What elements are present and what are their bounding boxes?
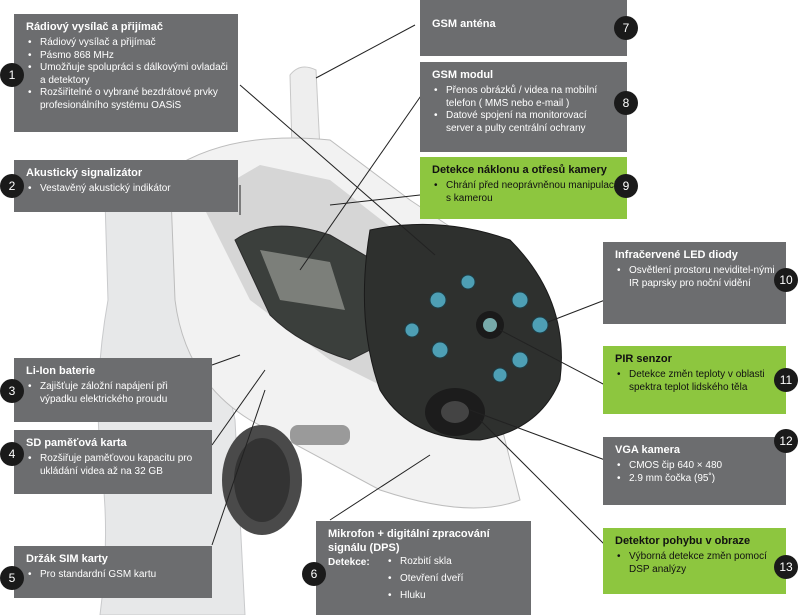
callout-battery: Li-Ion baterie Zajišťuje záložní napájen… xyxy=(14,358,212,422)
callout-motion-detector: Detektor pohybu v obraze Výborná detekce… xyxy=(603,528,786,594)
callout-item: Osvětlení prostoru neviditel-nými IR pap… xyxy=(615,265,776,290)
callout-item: Chrání před neoprávněnou manipulací s ka… xyxy=(432,180,617,205)
callout-number: 10 xyxy=(774,268,798,292)
callout-item: Hluku xyxy=(386,587,463,604)
callout-item: CMOS čip 640 × 480 xyxy=(615,460,776,473)
callout-item: Umožňuje spolupráci s dálkovými ovladači… xyxy=(26,62,228,87)
callout-number: 1 xyxy=(0,63,24,87)
callout-title: Li-Ion baterie xyxy=(26,365,96,377)
callout-item: Přenos obrázků / videa na mobilní telefo… xyxy=(432,85,617,110)
callout-vga-camera: VGA kamera CMOS čip 640 × 480 2.9 mm čoč… xyxy=(603,437,786,505)
callout-title: Rádiový vysílač a přijímač xyxy=(26,21,163,33)
callout-number: 5 xyxy=(0,566,24,590)
callout-ir-leds: Infračervené LED diody Osvětlení prostor… xyxy=(603,242,786,324)
callout-title: Akustický signalizátor xyxy=(26,167,143,179)
callout-microphone-dsp: Mikrofon + digitální zpracování signálu … xyxy=(316,521,531,615)
callout-title: Detektor pohybu v obraze xyxy=(615,535,751,547)
callout-number: 12 xyxy=(774,429,798,453)
callout-item: Rádiový vysílač a přijímač xyxy=(26,37,228,50)
callout-number: 11 xyxy=(774,368,798,392)
callout-number: 4 xyxy=(0,442,24,466)
callout-item: Pásmo 868 MHz xyxy=(26,50,228,63)
callout-gsm-antenna: GSM anténa xyxy=(420,0,627,56)
callout-sd-card: SD paměťová karta Rozšiřuje paměťovou ka… xyxy=(14,430,212,494)
callout-title: VGA kamera xyxy=(615,444,681,456)
callout-item: Výborná detekce změn pomocí DSP analýzy xyxy=(615,551,776,576)
callout-number: 13 xyxy=(774,555,798,579)
callout-item: 2.9 mm čočka (95˚) xyxy=(615,473,776,486)
callout-item: Detekce změn teploty v oblasti spektra t… xyxy=(615,369,776,394)
callout-pir-sensor: PIR senzor Detekce změn teploty v oblast… xyxy=(603,346,786,414)
callout-title: GSM modul xyxy=(432,69,494,81)
callout-gsm-module: GSM modul Přenos obrázků / videa na mobi… xyxy=(420,62,627,152)
callout-title: Infračervené LED diody xyxy=(615,249,738,261)
callout-title: Držák SIM karty xyxy=(26,553,108,565)
callout-number: 9 xyxy=(614,174,638,198)
callout-tilt-detection: Detekce náklonu a otřesů kamery Chrání p… xyxy=(420,157,627,219)
callout-number: 8 xyxy=(614,91,638,115)
callout-item: Pro standardní GSM kartu xyxy=(26,569,202,582)
callout-acoustic: Akustický signalizátor Vestavěný akustic… xyxy=(14,160,238,212)
callout-item: Zajišťuje záložní napájení při výpadku e… xyxy=(26,381,202,406)
callout-number: 7 xyxy=(614,16,638,40)
callout-number: 6 xyxy=(302,562,326,586)
callout-item: Rozšiřitelné o vybrané bezdrátové prvky … xyxy=(26,87,228,112)
callout-item: Rozbití skla xyxy=(386,553,463,570)
callout-title: Detekce náklonu a otřesů kamery xyxy=(432,164,607,176)
callout-item: Datové spojení na monitorovací server a … xyxy=(432,110,617,135)
callout-radio: Rádiový vysílač a přijímač Rádiový vysíl… xyxy=(14,14,238,132)
callout-title: Mikrofon + digitální zpracování signálu … xyxy=(328,528,490,554)
callout-number: 2 xyxy=(0,174,24,198)
callout-title: SD paměťová karta xyxy=(26,437,127,449)
callout-number: 3 xyxy=(0,379,24,403)
callout-sim-holder: Držák SIM karty Pro standardní GSM kartu xyxy=(14,546,212,598)
callout-title: GSM anténa xyxy=(432,18,496,30)
callout-item: Otevření dveří xyxy=(386,570,463,587)
callout-item: Rozšiřuje paměťovou kapacitu pro ukládán… xyxy=(26,453,202,478)
callout-label: Detekce: xyxy=(328,557,370,568)
callout-item: Vestavěný akustický indikátor xyxy=(26,183,228,196)
callout-title: PIR senzor xyxy=(615,353,672,365)
